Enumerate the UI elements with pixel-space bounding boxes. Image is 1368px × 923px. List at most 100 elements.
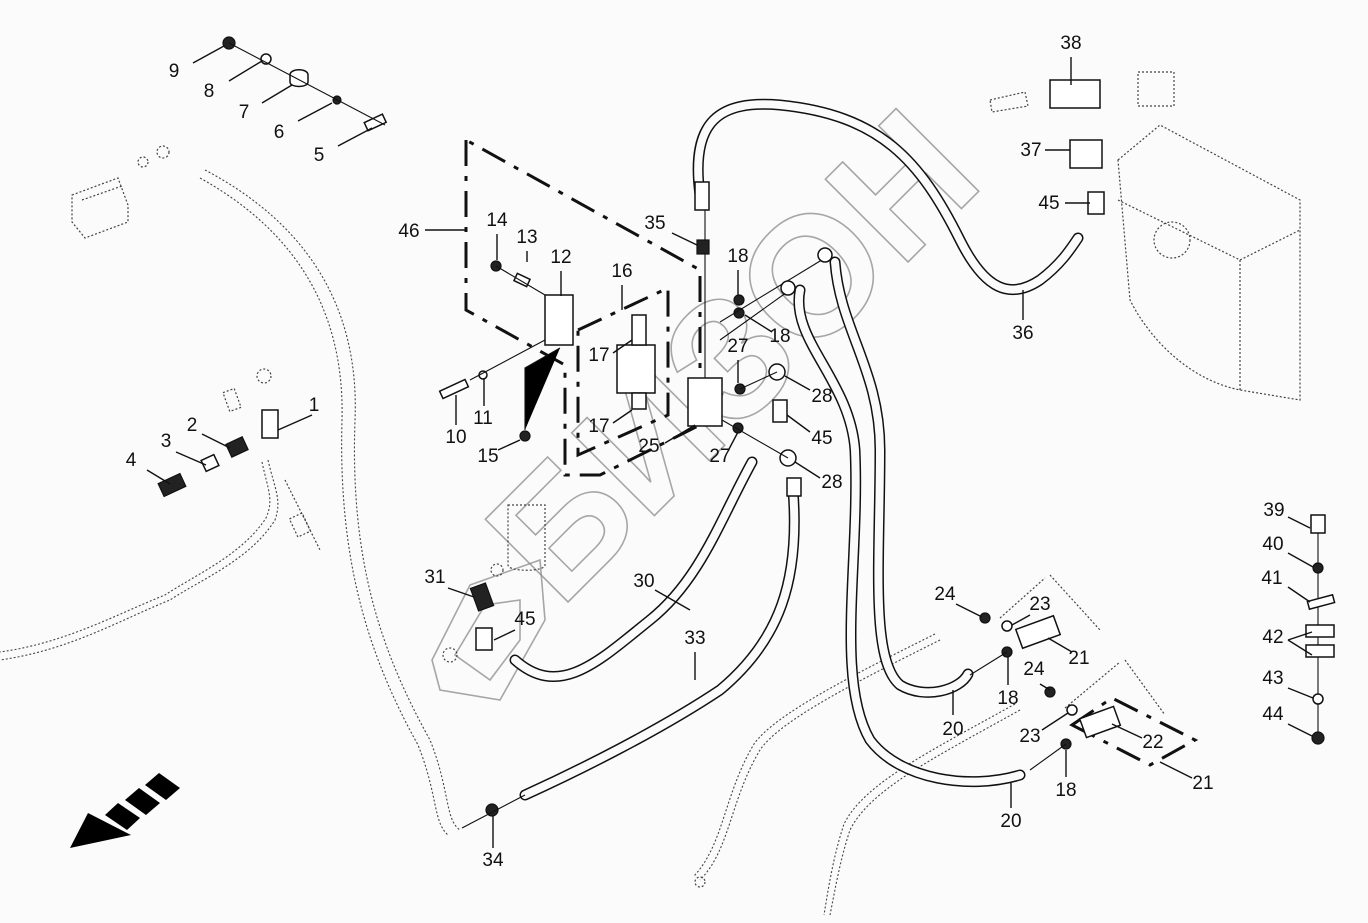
ghost-nut (137, 156, 149, 168)
callout-6: 6 (274, 102, 333, 143)
callout-label: 45 (514, 609, 535, 630)
part-38-tee (1049, 79, 1101, 109)
leader-line (1287, 687, 1314, 699)
callout-9: 9 (169, 45, 225, 82)
leader-line (1287, 639, 1313, 656)
callout-45: 45 (786, 414, 833, 449)
ghost-fitting-4 (256, 368, 272, 384)
callout-label: 37 (1020, 140, 1041, 161)
callout-label: 27 (709, 446, 730, 467)
callout-15: 15 (477, 439, 521, 467)
part-5-bolt (363, 113, 388, 132)
axis-18d (1029, 743, 1067, 771)
hose-20-lower-elbow (780, 280, 796, 296)
callout-13: 13 (516, 227, 538, 262)
ghost-hose-left-outer (204, 169, 461, 831)
leader-line (664, 424, 696, 444)
callout-33: 33 (684, 628, 706, 680)
callout-46: 46 (398, 221, 466, 242)
callout-22: 22 (1111, 723, 1164, 753)
callout-label: 17 (588, 345, 609, 366)
callout-12: 12 (550, 247, 572, 296)
part-7-clamp (289, 69, 309, 88)
callout-42: 42 (1262, 627, 1313, 656)
leader-line (175, 451, 207, 466)
hose-30-inner (511, 458, 756, 681)
callout-3: 3 (161, 431, 207, 466)
callout-label: 10 (445, 427, 466, 448)
callout-21: 21 (1047, 637, 1090, 669)
ghost-hose-lower-a (699, 639, 941, 881)
callout-11: 11 (473, 378, 493, 429)
parts (157, 36, 1336, 829)
leader-line (612, 339, 633, 354)
leader-line (493, 629, 516, 641)
part-42-clamp-upper (1305, 624, 1335, 638)
callout-4: 4 (126, 450, 171, 485)
callout-36: 36 (1012, 290, 1034, 344)
leader-line (612, 409, 633, 424)
axis-25-28 (721, 419, 789, 459)
callout-label: 42 (1262, 627, 1283, 648)
callout-10: 10 (445, 395, 467, 448)
callout-17: 17 (588, 409, 633, 437)
callout-label: 21 (1192, 773, 1213, 794)
leader-line (1111, 723, 1143, 739)
front-direction-arrow (70, 773, 180, 848)
callout-38: 38 (1060, 33, 1082, 85)
callout-34: 34 (482, 816, 504, 871)
part-45-elbow-c (1087, 191, 1105, 215)
callout-14: 14 (486, 210, 508, 260)
callout-23: 23 (1019, 712, 1069, 747)
callout-label: 27 (727, 336, 748, 357)
callout-label: 30 (633, 571, 654, 592)
part-45-elbow-a (772, 399, 788, 423)
callout-24: 24 (934, 584, 983, 618)
leader-line (671, 232, 698, 246)
callout-label: 16 (611, 261, 632, 282)
callout-27: 27 (709, 431, 739, 467)
leader-line (744, 314, 773, 333)
ghost-line-24b (1049, 574, 1101, 631)
leader-line (1287, 631, 1313, 641)
arrow-dash-3 (145, 773, 180, 800)
callout-label: 9 (169, 61, 180, 82)
arrow-head-icon (70, 813, 131, 848)
ghost-fitting-5 (490, 563, 504, 577)
part-24-tee-a (979, 612, 991, 624)
leader-line (146, 469, 171, 485)
callout-39: 39 (1263, 500, 1311, 529)
ghost-pipe-stub (989, 91, 1029, 113)
callout-17: 17 (588, 339, 633, 366)
hose-20-lower-inner (794, 286, 1024, 786)
callout-label: 20 (942, 719, 963, 740)
part-17-lower (631, 392, 647, 410)
callout-label: 14 (486, 210, 508, 231)
callout-label: 18 (769, 326, 790, 347)
callout-label: 7 (239, 102, 250, 123)
part-16-valve (616, 344, 656, 394)
callout-20: 20 (1000, 783, 1022, 832)
callout-21: 21 (1159, 761, 1214, 794)
hose-36-end (694, 181, 710, 211)
callout-45: 45 (493, 609, 536, 641)
callout-1: 1 (277, 395, 319, 431)
leader-line (654, 589, 691, 611)
callout-37: 37 (1020, 140, 1070, 161)
leader-line (1039, 683, 1051, 691)
callout-label: 5 (314, 145, 325, 166)
callout-23: 23 (1011, 594, 1051, 626)
axis-5-9 (228, 42, 386, 126)
callout-35: 35 (644, 213, 698, 246)
callout-41: 41 (1261, 568, 1311, 603)
part-3-nut (200, 453, 220, 473)
callout-label: 24 (1023, 659, 1045, 680)
hose-33-end (786, 477, 802, 497)
callout-label: 20 (1000, 811, 1021, 832)
callout-18: 18 (727, 246, 749, 295)
part-44-nut (1311, 731, 1325, 745)
callout-label: 36 (1012, 323, 1033, 344)
callout-label: 35 (644, 213, 665, 234)
group-boxes (464, 138, 1199, 767)
callout-16: 16 (611, 261, 633, 310)
